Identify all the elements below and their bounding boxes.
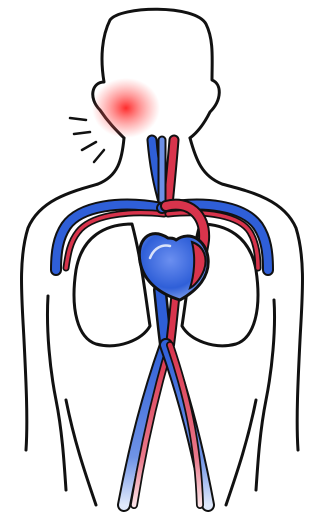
left-arm-inner bbox=[47, 296, 66, 490]
left-leg-vessels bbox=[124, 345, 170, 505]
right-flank bbox=[226, 400, 256, 505]
right-arm-inner bbox=[256, 300, 275, 490]
right-torso-outline bbox=[190, 138, 303, 450]
right-leg-vessels bbox=[166, 345, 208, 505]
neck-vessels bbox=[152, 140, 174, 205]
pain-glow bbox=[92, 78, 160, 138]
neck-pain-highlight bbox=[70, 78, 160, 162]
vessels bbox=[56, 140, 268, 505]
left-flank bbox=[66, 400, 96, 505]
heart bbox=[139, 234, 208, 300]
left-lung bbox=[74, 224, 150, 346]
